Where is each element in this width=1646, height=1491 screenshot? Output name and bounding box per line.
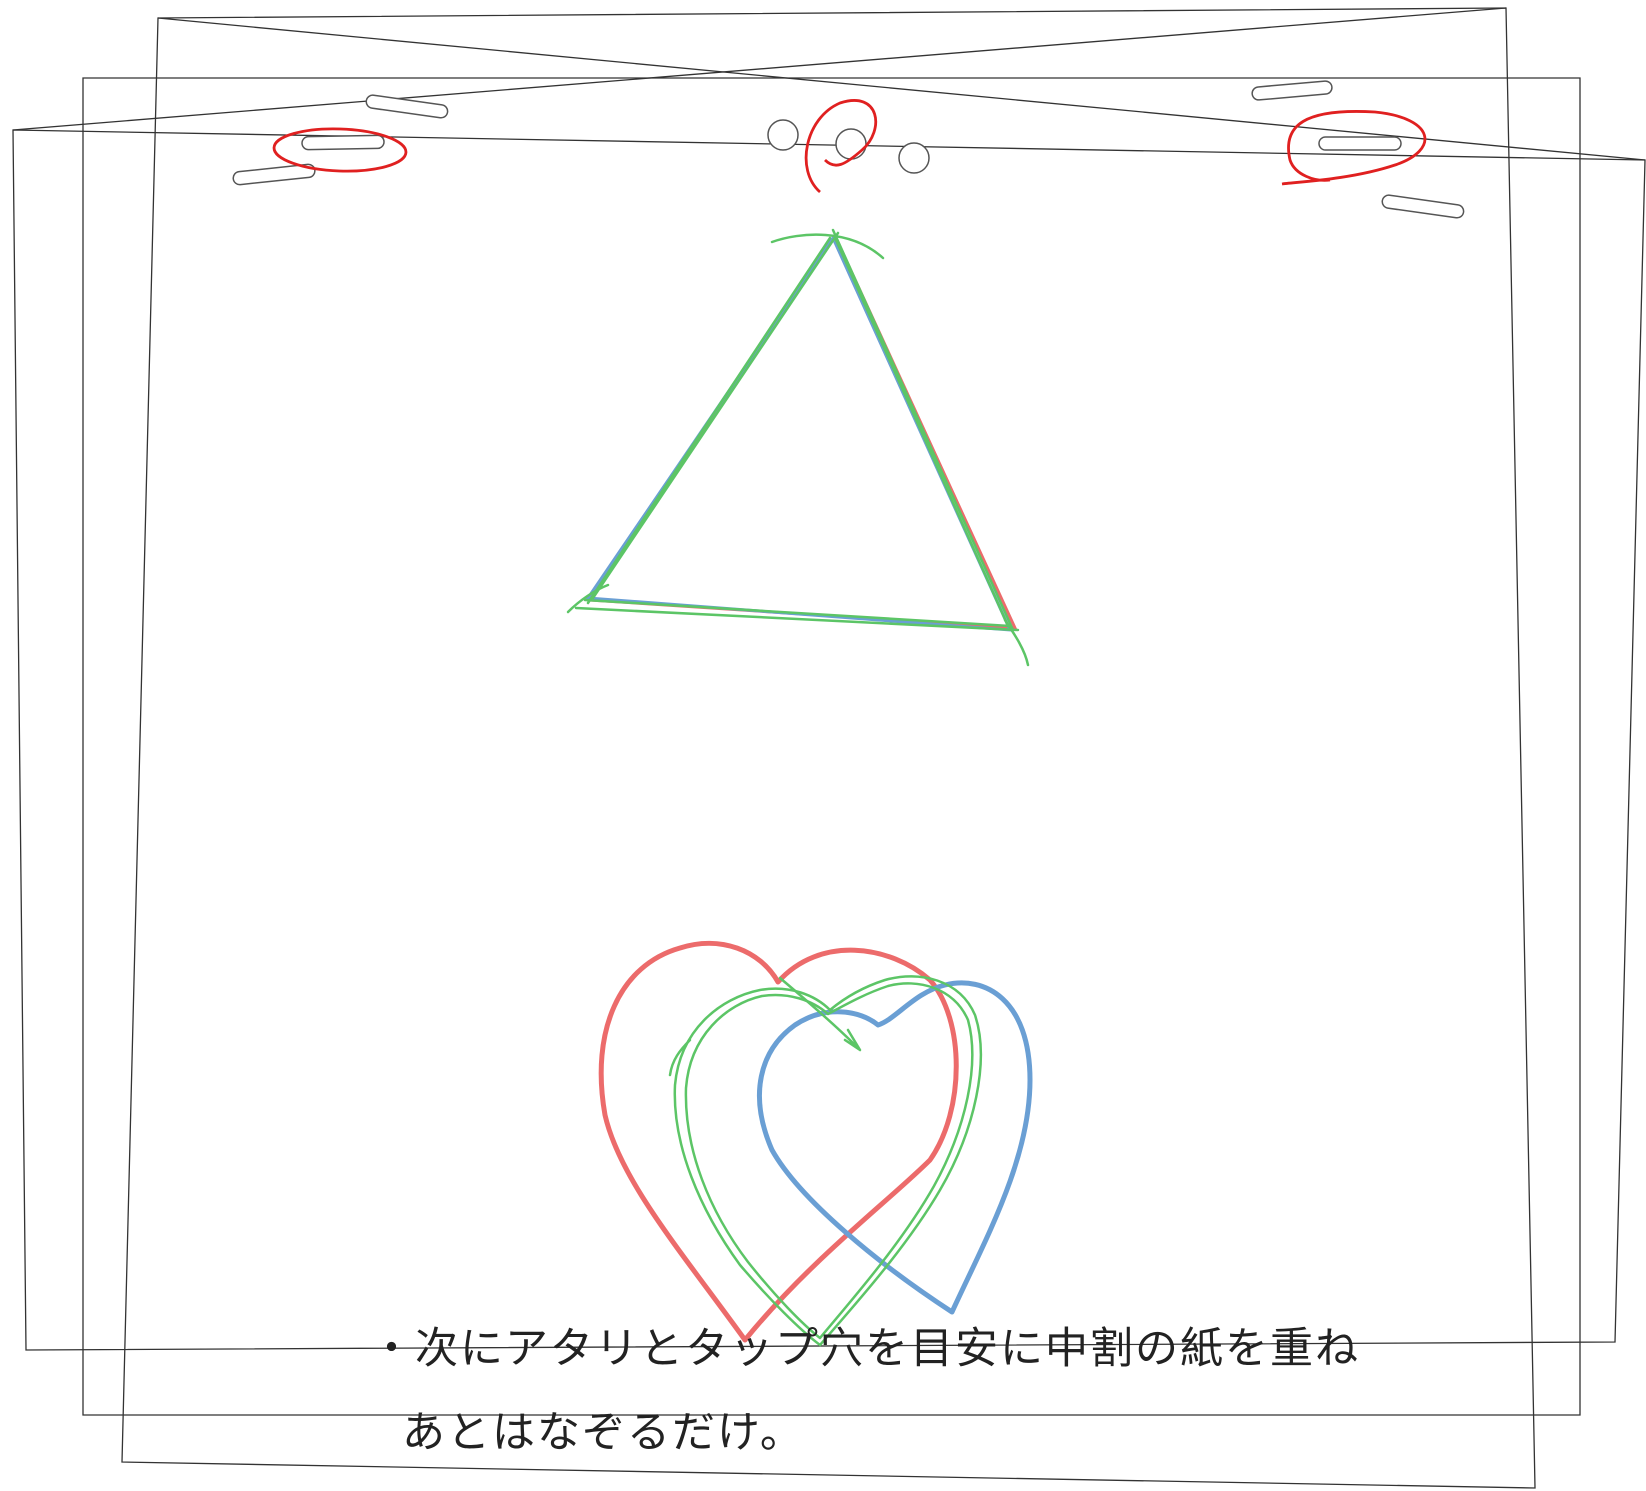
paper-sheet-tilted-a xyxy=(12,129,1646,1351)
caption-line-1: ・次にアタリとタップ穴を目安に中割の紙を重ね xyxy=(370,1324,1360,1374)
heart-reference-red xyxy=(598,940,959,1343)
peg-holes-right xyxy=(1251,80,1465,219)
paper-edge-crossing-2 xyxy=(12,7,1507,131)
heart-reference-blue xyxy=(757,980,1033,1315)
caption-line-2: あとはなぞるだけ。 xyxy=(402,1408,805,1458)
triangle-reference-blue xyxy=(585,234,1013,632)
triangle-reference-red xyxy=(587,232,1018,630)
paper-edge-crossing xyxy=(157,17,1646,161)
registration-mark-left xyxy=(272,127,408,173)
paper-sheet-straight xyxy=(82,77,1581,1416)
heart-inbetween-green xyxy=(668,975,982,1347)
peg-holes-left xyxy=(232,94,449,186)
peg-holes-center xyxy=(767,119,930,174)
registration-mark-center xyxy=(804,99,878,194)
registration-mark-right xyxy=(1281,110,1427,186)
triangle-inbetween-green xyxy=(566,228,1030,667)
paper-sheet-tilted-b xyxy=(121,7,1536,1489)
